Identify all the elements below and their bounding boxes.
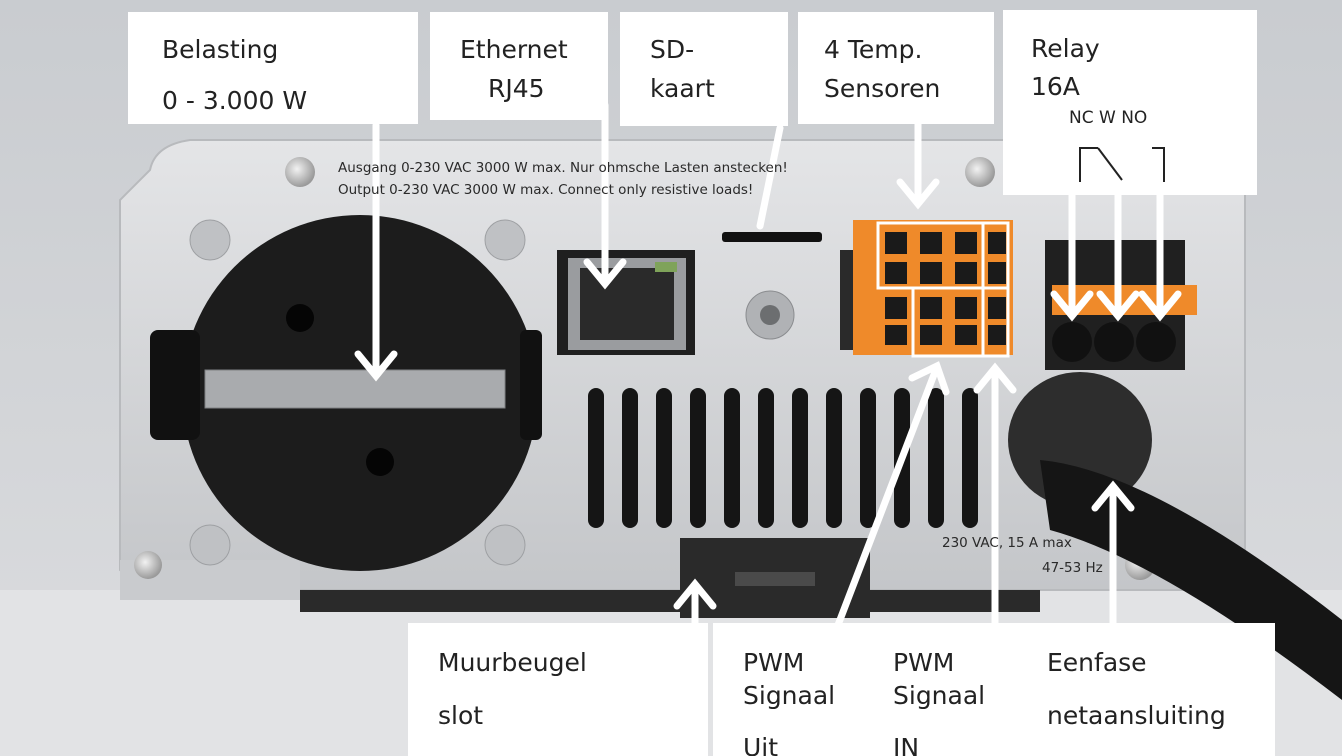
sd-card-slot <box>722 232 822 242</box>
label-pwm-uit: PWM Signaal Uit <box>713 623 873 756</box>
pointer-arrows <box>354 96 1182 634</box>
label-pwm-in-line2: Signaal <box>893 681 986 710</box>
label-sd-line2: kaart <box>650 74 715 103</box>
label-relay-terminals: NC W NO <box>1069 108 1148 128</box>
label-pwm-in: PWM Signaal IN <box>873 623 1013 756</box>
label-muurbeugel: Muurbeugel slot <box>408 623 708 756</box>
rj45-port <box>557 250 695 355</box>
label-muurbeugel-line1: Muurbeugel <box>438 648 587 677</box>
schuko-socket <box>150 215 542 571</box>
label-eenfase-line1: Eenfase <box>1047 648 1147 677</box>
label-relay-line2: 16A <box>1031 72 1080 101</box>
label-belasting-line1: Belasting <box>162 35 279 64</box>
label-muurbeugel-line2: slot <box>438 701 484 730</box>
label-temp-line2: Sensoren <box>824 74 941 103</box>
label-pwm-uit-line2: Signaal <box>743 681 836 710</box>
label-eenfase: Eenfase netaansluiting <box>1013 623 1275 756</box>
label-ethernet-line1: Ethernet <box>460 35 568 64</box>
label-temp-line1: 4 Temp. <box>824 35 923 64</box>
sensor-terminal-block <box>840 220 1013 358</box>
label-relay-box <box>1003 10 1257 195</box>
label-belasting: Belasting 0 - 3.000 W <box>128 12 418 124</box>
label-pwm-in-line3: IN <box>893 733 920 756</box>
mains-rating-2: 47-53 Hz <box>1042 560 1103 576</box>
label-pwm-in-line1: PWM <box>893 648 955 677</box>
status-led <box>745 290 795 340</box>
label-relay-line1: Relay <box>1031 34 1100 63</box>
label-temp-sensoren: 4 Temp. Sensoren <box>798 12 994 124</box>
label-relay: Relay 16A NC W NO <box>1003 10 1257 195</box>
warning-text-de: Ausgang 0-230 VAC 3000 W max. Nur ohmsch… <box>338 160 788 176</box>
warning-text-en: Output 0-230 VAC 3000 W max. Connect onl… <box>338 182 754 198</box>
label-sd-kaart: SD- kaart <box>620 12 788 126</box>
label-eenfase-line2: netaansluiting <box>1047 701 1226 730</box>
label-sd-line1: SD- <box>650 35 695 64</box>
label-ethernet-line2: RJ45 <box>488 74 545 103</box>
mains-rating-1: 230 VAC, 15 A max <box>942 535 1072 551</box>
label-belasting-line2: 0 - 3.000 W <box>162 86 308 115</box>
label-pwm-uit-line1: PWM <box>743 648 805 677</box>
label-ethernet: Ethernet RJ45 <box>430 12 608 120</box>
label-pwm-uit-line3: Uit <box>743 733 779 756</box>
